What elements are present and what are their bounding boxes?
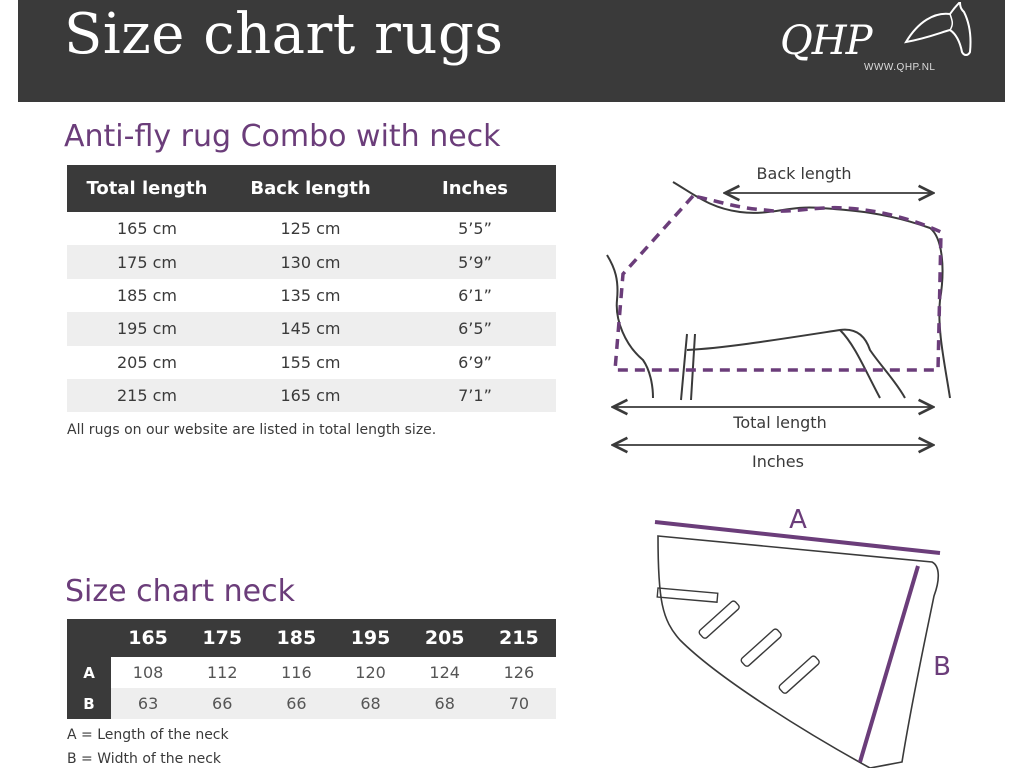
table-cell: 66 — [259, 688, 334, 719]
table-cell: 70 — [481, 688, 556, 719]
table-cell: 185 cm — [116, 285, 177, 305]
table-cell: 175 cm — [67, 245, 227, 279]
neck-strap — [698, 600, 740, 639]
table-cell: 165 cm — [116, 219, 177, 239]
table-cell: 155 cm — [280, 352, 341, 372]
neck-section-heading: Size chart neck — [65, 574, 295, 609]
neck-diagram-label-b: B — [933, 652, 951, 682]
neck-strap — [778, 655, 820, 694]
table-cell: 195 cm — [67, 312, 227, 346]
table-cell: 5’5” — [458, 219, 492, 239]
table-cell: 6’1” — [458, 285, 492, 305]
table-cell: 108 — [132, 663, 164, 682]
table-cell: 124 — [429, 663, 460, 682]
neck-strap — [740, 628, 782, 667]
rug-size-table: Total length Back length Inches 165 cm 1… — [67, 165, 556, 413]
neck-table-header-row: 165 175 185 195 205 215 — [67, 619, 556, 657]
table-cell: 120 — [355, 663, 386, 682]
neck-diagram-label-a: A — [789, 505, 807, 535]
neck-size-table: 165 175 185 195 205 215 A 108 112 116 12… — [67, 619, 556, 719]
back-length-label: Back length — [757, 164, 852, 183]
table-cell: 63 — [111, 688, 186, 719]
inches-label: Inches — [752, 452, 804, 471]
neck-width-line-b — [858, 565, 920, 763]
table-cell: 7’1” — [394, 378, 556, 413]
rug-dashed-outline — [613, 194, 943, 372]
page-title: Size chart rugs — [64, 2, 504, 67]
rug-size-note: All rugs on our website are listed in to… — [67, 422, 437, 438]
size-header: 165 — [111, 619, 186, 657]
table-cell: 205 cm — [116, 352, 177, 372]
horse-front-leg — [680, 333, 696, 401]
table-row: 205 cm 155 cm 6’9” — [67, 346, 556, 379]
horse-head-logo-icon — [904, 2, 972, 56]
neck-legend-b: B = Width of the neck — [67, 751, 222, 767]
horse-front-outline — [606, 254, 654, 399]
table-cell: 126 — [503, 663, 535, 682]
horse-hind-leg — [839, 329, 881, 399]
row-label-a: A — [67, 657, 111, 688]
neck-cover-outline — [657, 535, 940, 768]
table-cell: 66 — [185, 688, 260, 719]
size-header: 185 — [259, 619, 334, 657]
table-cell: 6’5” — [394, 312, 556, 346]
size-header: 175 — [185, 619, 260, 657]
column-header-inches: Inches — [394, 165, 556, 212]
table-cell: 5’9” — [394, 245, 556, 279]
table-cell: 6’9” — [458, 352, 492, 372]
table-cell: 68 — [333, 688, 408, 719]
table-row: A 108 112 116 120 124 126 — [67, 657, 556, 688]
table-row: B 63 66 66 68 68 70 — [67, 688, 556, 719]
table-cell: 68 — [407, 688, 482, 719]
total-length-label: Total length — [732, 413, 826, 432]
size-header: 195 — [333, 619, 408, 657]
neck-table-corner-cell — [67, 619, 111, 657]
rug-section-heading: Anti-fly rug Combo with neck — [64, 119, 501, 154]
table-cell: 112 — [206, 663, 238, 682]
brand-logo-text: QHP — [780, 18, 873, 64]
neck-legend-a: A = Length of the neck — [67, 727, 229, 743]
horse-belly-outline — [686, 328, 906, 399]
rug-table-header-row: Total length Back length Inches — [67, 165, 556, 212]
size-header: 215 — [481, 619, 556, 657]
table-cell: 165 cm — [227, 378, 394, 413]
header-banner: Size chart rugs QHP WWW.QHP.NL — [18, 0, 1005, 102]
neck-length-line-a — [654, 520, 941, 555]
horse-body-outline — [672, 181, 951, 399]
size-header: 205 — [407, 619, 482, 657]
table-row: 215 cm 165 cm 7’1” — [67, 378, 556, 413]
row-label-b: B — [67, 688, 111, 719]
table-cell: 145 cm — [227, 312, 394, 346]
table-row: 185 cm 135 cm 6’1” — [67, 279, 556, 312]
table-row: 175 cm 130 cm 5’9” — [67, 245, 556, 279]
neck-cover-diagram: A B — [654, 505, 951, 768]
table-cell: 116 — [281, 663, 312, 682]
table-cell: 130 cm — [227, 245, 394, 279]
column-header-total-length: Total length — [67, 165, 227, 212]
table-cell: 215 cm — [67, 378, 227, 413]
table-row: 195 cm 145 cm 6’5” — [67, 312, 556, 346]
table-row: 165 cm 125 cm 5’5” — [67, 212, 556, 245]
column-header-back-length: Back length — [227, 165, 394, 212]
table-cell: 135 cm — [280, 285, 341, 305]
table-cell: 125 cm — [280, 219, 341, 239]
neck-strap-slot — [656, 587, 719, 603]
brand-website-url: WWW.QHP.NL — [864, 62, 936, 73]
horse-rug-diagram: Back length Total length Inches — [606, 164, 951, 471]
